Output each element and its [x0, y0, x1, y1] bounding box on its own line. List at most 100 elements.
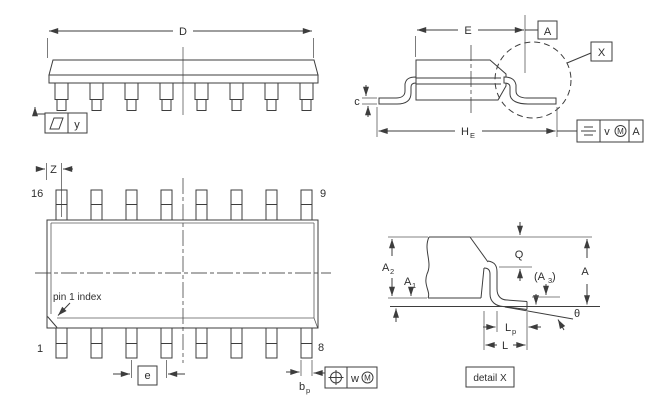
- pin: [125, 189, 138, 221]
- right-lead: [503, 76, 557, 105]
- lead: [89, 82, 104, 111]
- mmc-modifier-icon: [361, 371, 374, 384]
- dim-bp-label: b: [299, 381, 305, 393]
- lead-inner-surface: [483, 267, 528, 310]
- body-cross-section: [415, 59, 507, 101]
- dim-e-label: e: [144, 370, 150, 382]
- pin1-index-note: pin 1 index: [53, 292, 101, 303]
- frame-modifier: M: [617, 127, 624, 136]
- theta-arrow-up: [557, 319, 566, 331]
- detail-x-leader: [566, 52, 592, 64]
- pin: [265, 189, 278, 221]
- pin: [90, 327, 103, 359]
- dim-a2-label: A: [382, 262, 390, 274]
- lead: [159, 82, 174, 111]
- mmc-modifier-icon: [614, 125, 627, 137]
- detail-x-caption: detail X: [473, 373, 507, 384]
- dim-c-label: c: [354, 96, 360, 108]
- pin-1-label: 1: [37, 343, 43, 355]
- pin: [55, 327, 68, 359]
- dim-a3-close: ): [552, 271, 556, 283]
- datum-a-box: [537, 20, 558, 40]
- dim-lp-label: L: [505, 322, 511, 334]
- true-position-icon: [328, 370, 344, 385]
- flag-box: [44, 112, 88, 134]
- bottom-row-pins: [55, 327, 313, 359]
- top-row-pins: [55, 189, 313, 221]
- position-tolerance-frame: w M: [313, 366, 378, 389]
- e-box: [137, 365, 158, 386]
- pin-9-label: 9: [320, 188, 326, 200]
- pin: [160, 327, 173, 359]
- frame-value: w: [350, 373, 359, 385]
- dim-a2-subscript: 2: [390, 267, 394, 276]
- body-outline: [46, 219, 319, 329]
- frame-datum: A: [632, 126, 640, 138]
- flatness-parallelogram-icon: [49, 117, 64, 130]
- dim-lp-subscript: p: [512, 327, 516, 336]
- lead: [299, 82, 314, 111]
- top-view: Z 16 9 1 8 pin 1 index: [31, 163, 378, 395]
- pin-8-label: 8: [318, 342, 324, 354]
- package-body-band: [48, 74, 319, 84]
- pin1-index-chamfer: [47, 316, 58, 328]
- pin: [230, 189, 243, 221]
- frame-box: [576, 119, 644, 143]
- dim-z-label: Z: [50, 164, 57, 176]
- dim-a1-label: A: [404, 276, 412, 288]
- frame-box: [324, 366, 378, 389]
- side-view-leads: [54, 82, 314, 111]
- dim-d-label: D: [179, 26, 187, 38]
- pin: [265, 327, 278, 359]
- lead: [264, 82, 279, 111]
- detail-x-caption-box: [465, 366, 515, 388]
- dim-q-label: Q: [515, 249, 524, 261]
- pin: [90, 189, 103, 221]
- pin: [160, 189, 173, 221]
- left-lead: [378, 76, 417, 105]
- end-view: E A X c H E: [354, 15, 644, 143]
- body-corner-slant: [313, 317, 318, 328]
- lead: [229, 82, 244, 111]
- pin-16-label: 16: [31, 188, 43, 200]
- detail-x-circle: [494, 41, 572, 119]
- symmetry-icon: [581, 126, 596, 136]
- body-right-edge: [480, 267, 485, 299]
- dim-a3-label: (A: [534, 271, 546, 283]
- pin: [125, 327, 138, 359]
- frame-value: v: [604, 126, 610, 138]
- pin1-index-arrow: [57, 302, 71, 316]
- dim-l-label: L: [502, 340, 508, 352]
- lead: [194, 82, 209, 111]
- body-break-line: [425, 236, 430, 299]
- dim-e-label: E: [464, 25, 471, 37]
- body-chamfer-edge: [469, 236, 489, 263]
- package-body-top: [48, 59, 319, 76]
- flag-leader-arrow: [31, 107, 45, 117]
- lead: [124, 82, 139, 111]
- detail-x-box: [590, 41, 613, 62]
- pin: [300, 189, 313, 221]
- dim-a-label: A: [581, 266, 589, 278]
- dim-he-subscript: E: [470, 131, 475, 140]
- lead: [54, 82, 69, 111]
- detail-x-view: θ A 2 A 1 Q (A 3 ) A L p: [382, 222, 600, 388]
- frame-modifier: M: [364, 374, 371, 383]
- side-view: D y: [31, 26, 319, 134]
- foot-angle-line: [504, 306, 574, 320]
- dim-a1-subscript: 1: [412, 281, 416, 290]
- lead-outer-surface: [487, 260, 528, 302]
- pin: [230, 327, 243, 359]
- pin: [195, 189, 208, 221]
- dim-theta-label: θ: [574, 308, 580, 320]
- dim-bp-subscript: p: [306, 386, 310, 395]
- symmetry-tolerance-frame: v M A: [557, 119, 644, 143]
- flatness-flag: y: [31, 107, 88, 134]
- datum-a-label: A: [544, 26, 552, 38]
- dim-a3-subscript: 3: [548, 276, 552, 285]
- pin: [300, 327, 313, 359]
- dim-he-label: H: [461, 126, 469, 138]
- detail-x-label: X: [598, 47, 606, 59]
